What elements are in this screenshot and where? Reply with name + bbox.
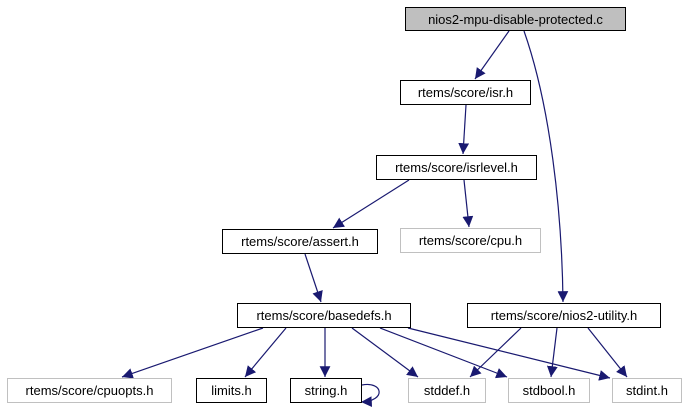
edge-isrlevel-to-cpu: [462, 179, 474, 228]
node-cpuopts-header: rtems/score/cpuopts.h: [7, 378, 172, 403]
node-limits-header[interactable]: limits.h: [196, 378, 267, 403]
edge-basedefs-to-stdint: [407, 327, 611, 381]
node-stdbool-header: stdbool.h: [508, 378, 590, 403]
node-basedefs-header[interactable]: rtems/score/basedefs.h: [237, 303, 411, 328]
node-assert-header[interactable]: rtems/score/assert.h: [222, 229, 378, 254]
node-string-header[interactable]: string.h: [290, 378, 362, 403]
node-nios2-utility-header[interactable]: rtems/score/nios2-utility.h: [467, 303, 661, 328]
edge-basedefs-to-limits: [244, 327, 287, 378]
edge-basedefs-to-stdbool: [379, 327, 508, 379]
node-isrlevel-header[interactable]: rtems/score/isrlevel.h: [376, 155, 537, 180]
node-main-source-file: nios2-mpu-disable-protected.c: [405, 7, 626, 31]
edge-main-to-nios2utility: [523, 30, 569, 303]
node-cpu-header: rtems/score/cpu.h: [400, 228, 541, 253]
edge-assert-to-basedefs: [304, 253, 323, 303]
edge-main-to-isr: [474, 30, 510, 80]
edge-basedefs-to-stddef: [351, 327, 419, 378]
node-stdint-header: stdint.h: [612, 378, 682, 403]
edge-basedefs-to-cpuopts: [121, 327, 264, 379]
edge-isrlevel-to-assert: [332, 179, 410, 229]
edge-nios2utility-to-stddef: [469, 327, 522, 378]
edge-nios2utility-to-stdbool: [546, 327, 558, 378]
edge-string-self-loop: [360, 383, 380, 407]
node-isr-header[interactable]: rtems/score/isr.h: [400, 80, 531, 105]
edge-isr-to-isrlevel: [458, 104, 470, 155]
edge-nios2utility-to-stdint: [587, 327, 628, 378]
node-stddef-header: stddef.h: [408, 378, 486, 403]
